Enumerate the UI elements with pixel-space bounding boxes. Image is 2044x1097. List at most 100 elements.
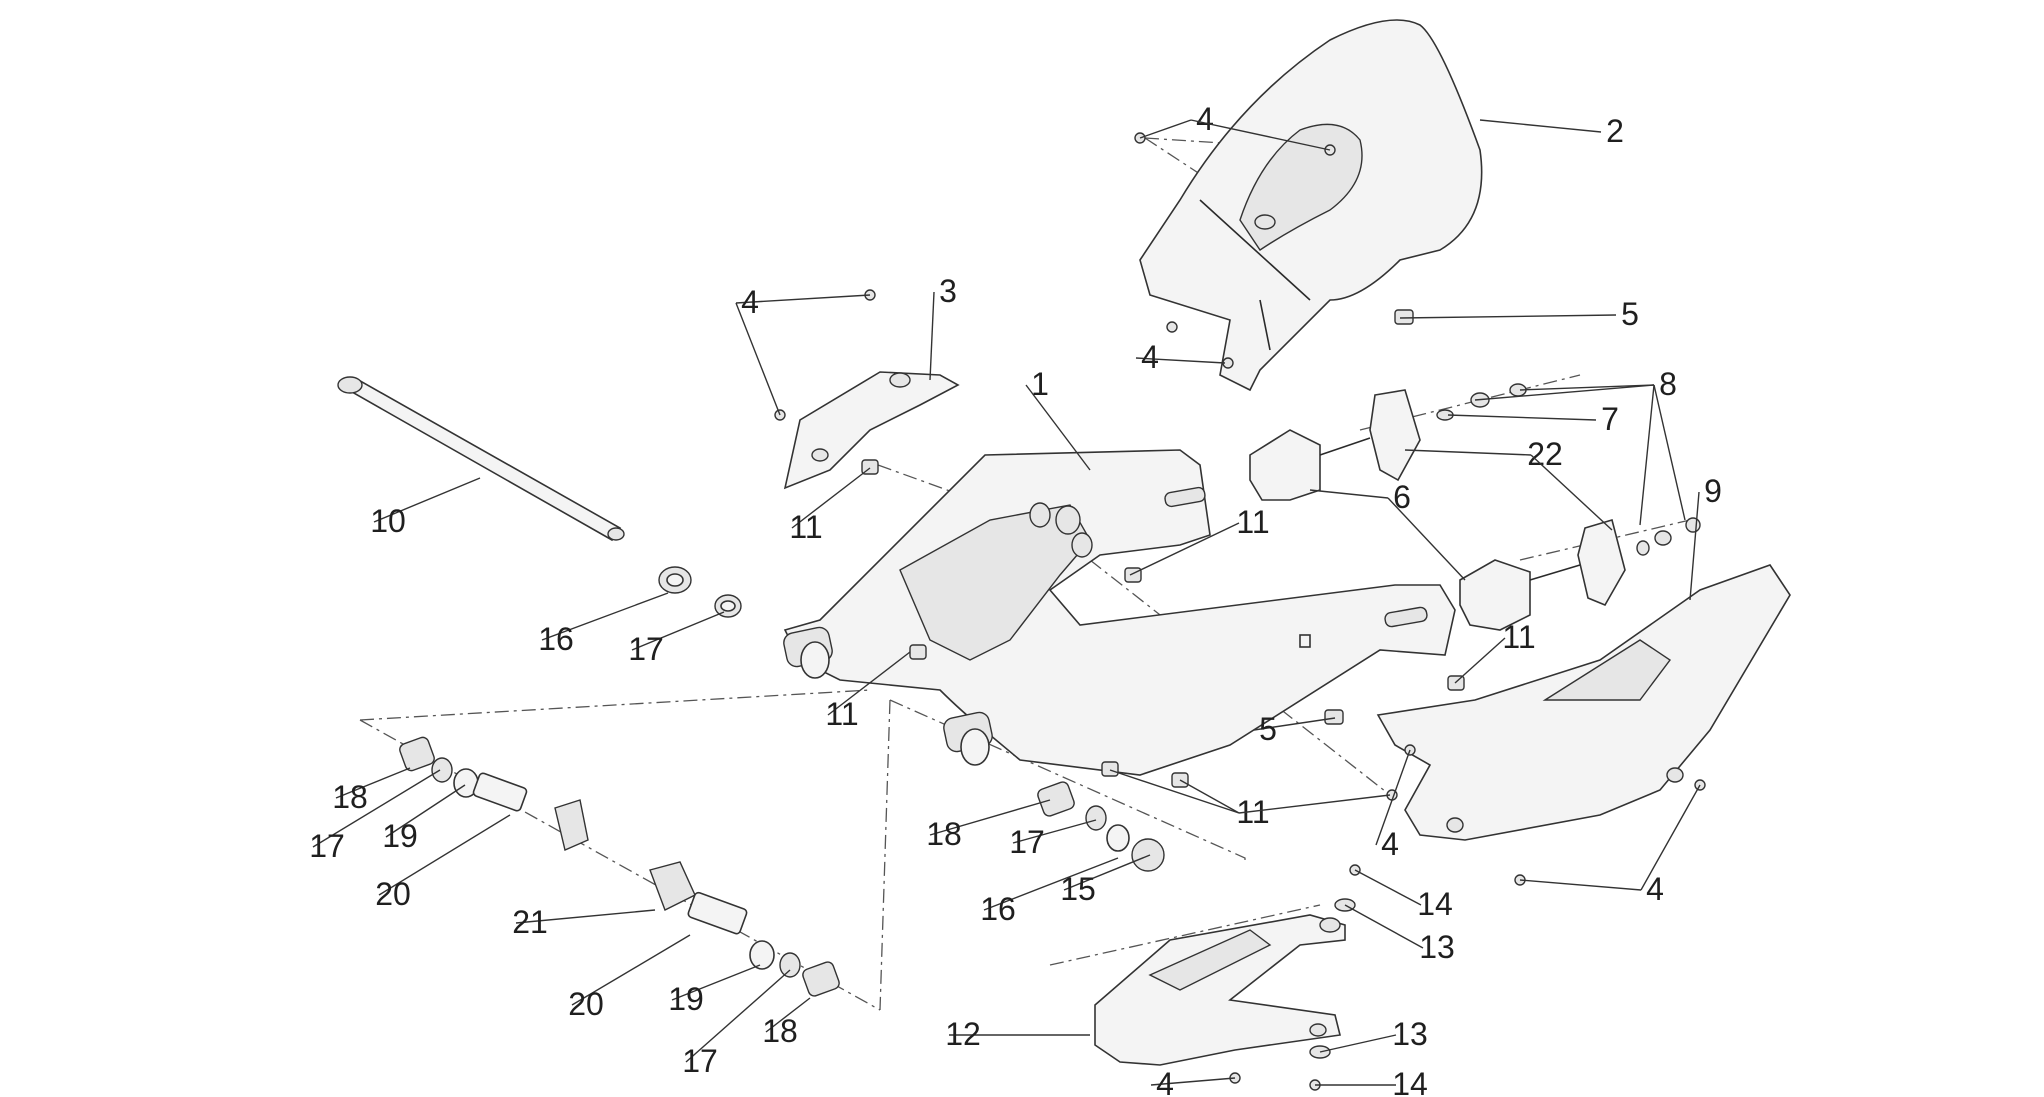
callout-number-l7: 7 bbox=[1601, 401, 1619, 437]
callout-leader-l4c bbox=[735, 294, 871, 304]
callout-leader-l8a bbox=[1474, 384, 1655, 401]
callout-number-l11c: 11 bbox=[825, 696, 858, 732]
rear-mudguard bbox=[1139, 19, 1483, 392]
callout-number-l4i: 4 bbox=[1156, 1066, 1174, 1097]
callout-leader-l17c bbox=[312, 769, 441, 848]
callout-leader-l18b bbox=[929, 799, 1051, 836]
callout-number-l14b: 14 bbox=[1392, 1066, 1428, 1097]
callout-leader-l4f bbox=[1375, 749, 1411, 846]
callout-number-l11b: 11 bbox=[1236, 504, 1269, 540]
callout-leader-l4i bbox=[1150, 1077, 1236, 1086]
callout-leader-l4d bbox=[735, 302, 781, 416]
callout-leader-l11e bbox=[1109, 769, 1240, 814]
callout-number-l11d: 11 bbox=[1502, 619, 1535, 655]
callout-leader-l11c bbox=[827, 651, 911, 716]
callout-number-l4e: 4 bbox=[1141, 339, 1159, 375]
callout-leader-l2 bbox=[1479, 119, 1602, 133]
callout-leader-l5b bbox=[1253, 717, 1336, 731]
callout-number-l3: 3 bbox=[939, 273, 957, 309]
adjuster-plates bbox=[1369, 389, 1626, 607]
callout-number-l11a: 11 bbox=[789, 509, 822, 545]
left-bearing-stack bbox=[399, 736, 589, 851]
callout-leader-l16b bbox=[983, 857, 1119, 911]
callout-number-l12: 12 bbox=[945, 1016, 981, 1052]
callout-number-l16b: 16 bbox=[980, 891, 1016, 927]
callout-leader-l7 bbox=[1447, 414, 1597, 421]
callout-number-l13b: 13 bbox=[1392, 1016, 1428, 1052]
callout-leader-l17d bbox=[685, 969, 791, 1063]
callout-number-l18b: 18 bbox=[926, 816, 962, 852]
callout-number-l4a: 4 bbox=[1196, 101, 1214, 137]
callout-leader-l4b bbox=[1190, 119, 1331, 151]
callout-leader-l22 bbox=[1404, 449, 1532, 456]
callout-leader-l11f bbox=[1179, 779, 1240, 814]
chain-slider bbox=[1094, 914, 1346, 1066]
callout-number-l17a: 17 bbox=[628, 631, 664, 667]
callout-number-l17c: 17 bbox=[309, 828, 345, 864]
callout-leader-l11g bbox=[1238, 794, 1391, 814]
callout-leader-l8d bbox=[1653, 384, 1686, 521]
callout-leader-l21 bbox=[515, 909, 656, 924]
callout-number-l20b: 20 bbox=[568, 986, 604, 1022]
callout-number-l2: 2 bbox=[1606, 113, 1624, 149]
callout-leader-l18c bbox=[765, 997, 811, 1033]
callout-leader-l4g bbox=[1519, 879, 1642, 891]
callout-leader-l11b bbox=[1129, 522, 1240, 576]
callout-number-l4f: 4 bbox=[1381, 826, 1399, 862]
callout-leader-l4h bbox=[1640, 784, 1701, 891]
callout-leader-l5a bbox=[1399, 314, 1617, 319]
chain-adjusters bbox=[1249, 429, 1581, 631]
right-bearing-stack bbox=[1037, 781, 1165, 872]
callout-leader-l17a bbox=[631, 611, 725, 651]
callout-number-l13a: 13 bbox=[1419, 929, 1455, 965]
axle-washers bbox=[658, 566, 742, 618]
lower-bearing-stack bbox=[649, 861, 840, 997]
callout-leader-l9 bbox=[1689, 491, 1700, 601]
callout-leader-l19a bbox=[385, 784, 466, 838]
callout-leader-l10 bbox=[373, 477, 481, 523]
callout-number-l15: 15 bbox=[1060, 871, 1096, 907]
callout-leader-l3 bbox=[929, 291, 935, 381]
washers-and-nuts bbox=[1436, 383, 1701, 556]
callout-number-l6a: 6 bbox=[1393, 479, 1411, 515]
callout-leader-l17b bbox=[1012, 819, 1097, 844]
callout-leader-l8c bbox=[1639, 384, 1655, 526]
callout-number-l4c: 4 bbox=[741, 284, 759, 320]
callout-leader-l4a bbox=[1139, 119, 1192, 139]
callout-leader-l8b bbox=[1519, 384, 1655, 391]
callout-number-l20a: 20 bbox=[375, 876, 411, 912]
callout-number-l19a: 19 bbox=[382, 818, 418, 854]
callout-number-l1: 1 bbox=[1031, 366, 1049, 402]
callout-leader-l14a bbox=[1354, 869, 1422, 906]
callout-number-l14a: 14 bbox=[1417, 886, 1453, 922]
callout-leader-l1 bbox=[1025, 384, 1091, 471]
sensor-bracket bbox=[783, 371, 960, 490]
swingarm bbox=[783, 449, 1456, 776]
callout-leader-l22b bbox=[1530, 454, 1613, 531]
callout-number-l17b: 17 bbox=[1009, 824, 1045, 860]
callout-number-l21: 21 bbox=[512, 904, 548, 940]
callout-leader-l16a bbox=[541, 592, 669, 641]
callout-leader-l11a bbox=[791, 467, 871, 529]
callout-number-l16a: 16 bbox=[538, 621, 574, 657]
callout-leader-l13a bbox=[1344, 904, 1424, 949]
callout-leader-l6b bbox=[1387, 497, 1466, 581]
callout-leader-l15 bbox=[1063, 854, 1151, 891]
callout-leader-l20a bbox=[378, 814, 511, 896]
callout-number-l4g: 4 bbox=[1646, 871, 1664, 907]
chain-guard bbox=[1376, 564, 1791, 841]
callout-number-l5b: 5 bbox=[1259, 711, 1277, 747]
callout-number-l5a: 5 bbox=[1621, 296, 1639, 332]
callout-number-l22: 22 bbox=[1527, 436, 1563, 472]
callout-leader-l19b bbox=[671, 964, 761, 1001]
callout-number-l18a: 18 bbox=[332, 779, 368, 815]
callout-leader-l11d bbox=[1454, 637, 1506, 684]
callout-number-l8a: 8 bbox=[1659, 366, 1677, 402]
swingarm-axle bbox=[337, 376, 625, 542]
callout-leader-l13b bbox=[1319, 1034, 1397, 1053]
callout-leader-l4e bbox=[1135, 357, 1226, 364]
callout-leader-l20b bbox=[571, 934, 691, 1006]
callout-leader-l18a bbox=[335, 767, 411, 799]
callout-number-l9: 9 bbox=[1704, 473, 1722, 509]
